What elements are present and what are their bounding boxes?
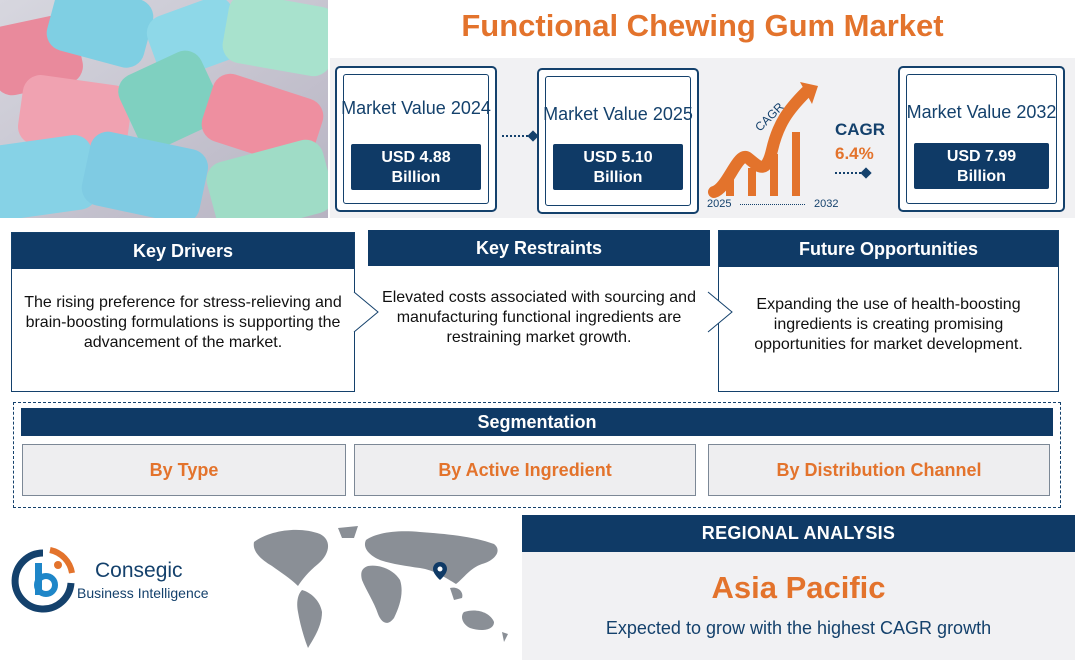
consegic-logo-icon bbox=[10, 545, 76, 615]
gum-photo bbox=[0, 0, 328, 218]
stat-label: Market Value 2025 bbox=[543, 104, 693, 124]
stat-value-line1: USD 5.10 bbox=[583, 149, 653, 166]
logo-name: Consegic bbox=[95, 559, 183, 582]
stat-value: USD 5.10 Billion bbox=[553, 144, 683, 190]
cagr-title: CAGR bbox=[835, 120, 886, 139]
market-stats-band: Market Value 2024 USD 4.88 Billion Marke… bbox=[330, 58, 1075, 218]
chevron-right-icon bbox=[707, 291, 733, 333]
stat-value: USD 4.88 Billion bbox=[351, 144, 481, 190]
stat-value-line2: Billion bbox=[957, 168, 1006, 185]
panel-key-drivers: Key Drivers The rising preference for st… bbox=[11, 232, 355, 392]
stat-value-line1: USD 4.88 bbox=[381, 149, 451, 166]
stat-card-2025: Market Value 2025 USD 5.10 Billion bbox=[537, 68, 699, 214]
cagr-end-year: 2032 bbox=[814, 198, 839, 210]
panel-text: Expanding the use of health-boosting ing… bbox=[754, 296, 1023, 353]
segmentation-frame bbox=[13, 402, 1061, 508]
stat-value-line2: Billion bbox=[391, 169, 441, 186]
connector-arrow bbox=[502, 135, 532, 137]
stat-value-line2: Billion bbox=[593, 169, 643, 186]
segment-by-type: By Type bbox=[22, 444, 346, 496]
panel-text: Elevated costs associated with sourcing … bbox=[382, 289, 696, 346]
regional-analysis-title: REGIONAL ANALYSIS bbox=[522, 515, 1075, 552]
stat-label: Market Value 2024 bbox=[341, 98, 491, 118]
stat-card-2024: Market Value 2024 USD 4.88 Billion bbox=[335, 66, 497, 212]
segmentation-title: Segmentation bbox=[21, 408, 1053, 436]
stat-label: Market Value 2032 bbox=[906, 102, 1057, 122]
cagr-start-year: 2025 bbox=[707, 198, 732, 210]
world-map bbox=[250, 520, 512, 655]
year-range-line bbox=[740, 204, 805, 205]
panel-key-restraints: Key Restraints Elevated costs associated… bbox=[368, 230, 710, 392]
segment-by-active-ingredient: By Active Ingredient bbox=[354, 444, 696, 496]
region-name: Asia Pacific bbox=[711, 570, 886, 605]
cagr-value: 6.4% bbox=[835, 144, 874, 163]
page-title: Functional Chewing Gum Market bbox=[461, 8, 944, 43]
chevron-right-icon bbox=[353, 291, 379, 333]
panel-title: Key Restraints bbox=[368, 230, 710, 266]
stat-value: USD 7.99 Billion bbox=[914, 143, 1049, 189]
panel-title: Future Opportunities bbox=[719, 231, 1058, 267]
panel-future-opportunities: Future Opportunities Expanding the use o… bbox=[718, 230, 1059, 392]
stat-value-line1: USD 7.99 bbox=[946, 148, 1017, 165]
stat-card-2032: Market Value 2032 USD 7.99 Billion bbox=[898, 66, 1065, 212]
panel-text: The rising preference for stress-relievi… bbox=[24, 294, 342, 351]
cagr-growth-icon: CAGR bbox=[708, 80, 818, 205]
region-description: Expected to grow with the highest CAGR g… bbox=[605, 618, 992, 638]
panel-title: Key Drivers bbox=[12, 233, 354, 269]
segment-by-distribution-channel: By Distribution Channel bbox=[708, 444, 1050, 496]
connector-arrow bbox=[835, 172, 865, 174]
logo-tagline: Business Intelligence bbox=[77, 585, 209, 601]
